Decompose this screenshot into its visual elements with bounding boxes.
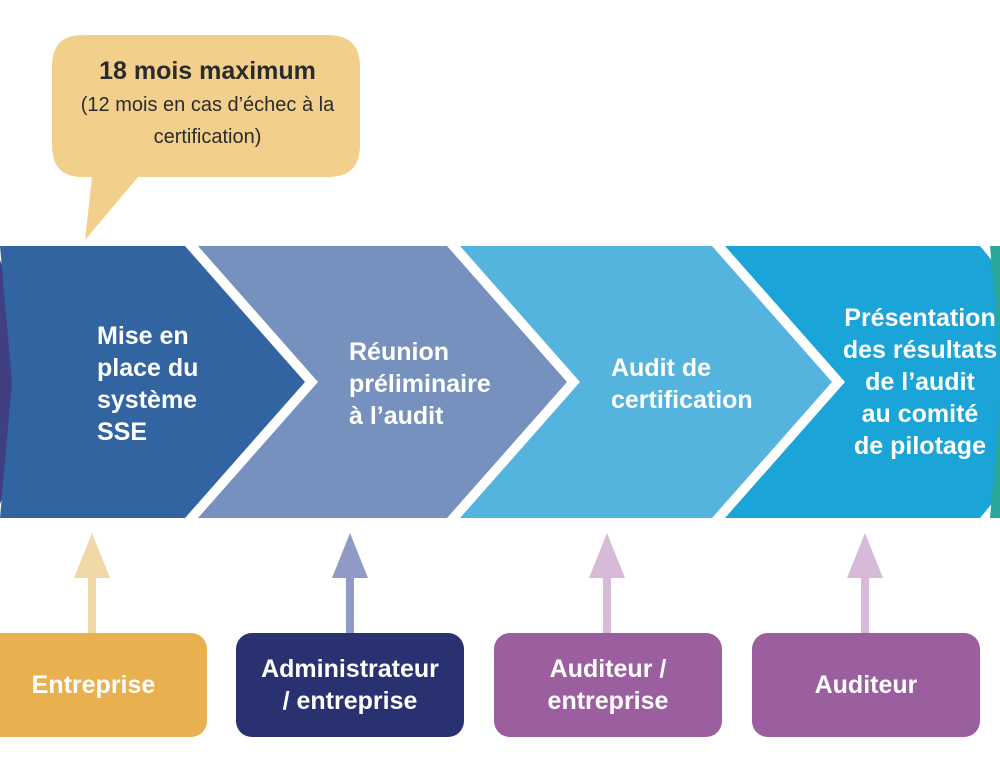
callout-text: 18 mois maximum (12 mois en cas d’échec … bbox=[55, 54, 360, 153]
actor-box-administrateur: Administrateur / entreprise bbox=[236, 633, 464, 737]
chevron-step-4 bbox=[725, 246, 1000, 518]
up-arrow-2 bbox=[589, 533, 625, 633]
actor-box-auditeur-entreprise: Auditeur / entreprise bbox=[494, 633, 722, 737]
actor-label: Entreprise bbox=[31, 671, 156, 699]
chevron-step-5 bbox=[990, 246, 1000, 518]
up-arrow-0 bbox=[74, 533, 110, 633]
step-label-audit: Audit de certification bbox=[611, 354, 753, 414]
actor-label: Auditeur bbox=[814, 671, 918, 699]
chevron-step-2 bbox=[198, 246, 567, 518]
step-label-reunion: Réunion préliminaire à l’audit bbox=[349, 338, 491, 430]
actor-label: Auditeur / entreprise bbox=[547, 655, 669, 715]
chevron-step-3 bbox=[460, 246, 832, 518]
actor-label: Administrateur / entreprise bbox=[261, 655, 439, 715]
step-label-mise-en-place: Mise en place du système SSE bbox=[97, 322, 199, 446]
step-label-presentation: Présentation des résultats de l’audit au… bbox=[842, 304, 998, 460]
actor-box-auditeur: Auditeur bbox=[752, 633, 980, 737]
up-arrow-3 bbox=[847, 533, 883, 633]
callout-title: 18 mois maximum bbox=[99, 57, 316, 85]
callout-subtitle: (12 mois en cas d’échec à la certificati… bbox=[80, 94, 335, 148]
actor-box-entreprise: Entreprise bbox=[0, 633, 207, 737]
up-arrow-1 bbox=[332, 533, 368, 633]
callout-bubble bbox=[52, 35, 360, 240]
chevron-step-1 bbox=[0, 246, 305, 518]
